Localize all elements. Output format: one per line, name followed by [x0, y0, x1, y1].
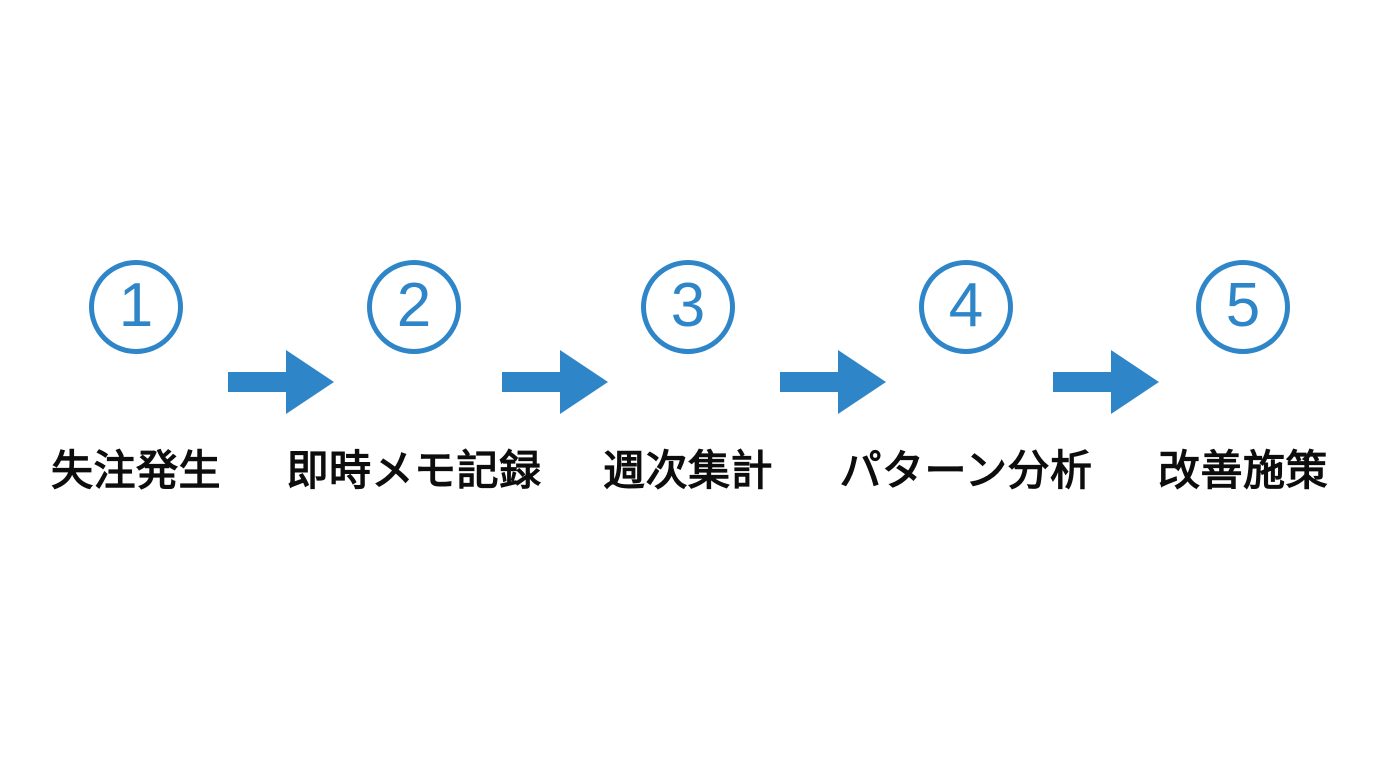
process-step-5: 5 改善施策: [1093, 260, 1376, 495]
arrow-right-icon-4: [1053, 350, 1159, 414]
circle-outline-icon: [367, 260, 461, 354]
circle-outline-icon: [641, 260, 735, 354]
step-number-5: 5: [1225, 270, 1261, 340]
arrow-right-icon-2: [502, 350, 608, 414]
circle-outline-icon: [1196, 260, 1290, 354]
step-label-5: 改善施策: [1157, 446, 1328, 495]
process-step-2: 2 即時メモ記録: [264, 260, 564, 495]
step-number-badge-2: 2: [367, 260, 461, 354]
process-step-3: 3 週次集計: [538, 260, 838, 495]
step-number-badge-5: 5: [1196, 260, 1290, 354]
process-step-4: 4 パターン分析: [816, 260, 1116, 495]
step-number-1: 1: [118, 270, 154, 340]
step-label-3: 週次集計: [602, 446, 773, 495]
step-label-1: 失注発生: [50, 446, 221, 495]
arrow-right-icon-3: [780, 350, 886, 414]
step-label-4: パターン分析: [839, 446, 1093, 495]
circle-outline-icon: [89, 260, 183, 354]
step-number-badge-4: 4: [919, 260, 1013, 354]
step-number-2: 2: [396, 270, 432, 340]
step-number-4: 4: [948, 270, 984, 340]
process-step-1: 1 失注発生: [0, 260, 286, 495]
step-number-badge-1: 1: [89, 260, 183, 354]
step-number-3: 3: [670, 270, 706, 340]
arrow-right-icon-1: [228, 350, 334, 414]
step-number-badge-3: 3: [641, 260, 735, 354]
circle-outline-icon: [919, 260, 1013, 354]
step-label-2: 即時メモ記録: [286, 446, 542, 495]
